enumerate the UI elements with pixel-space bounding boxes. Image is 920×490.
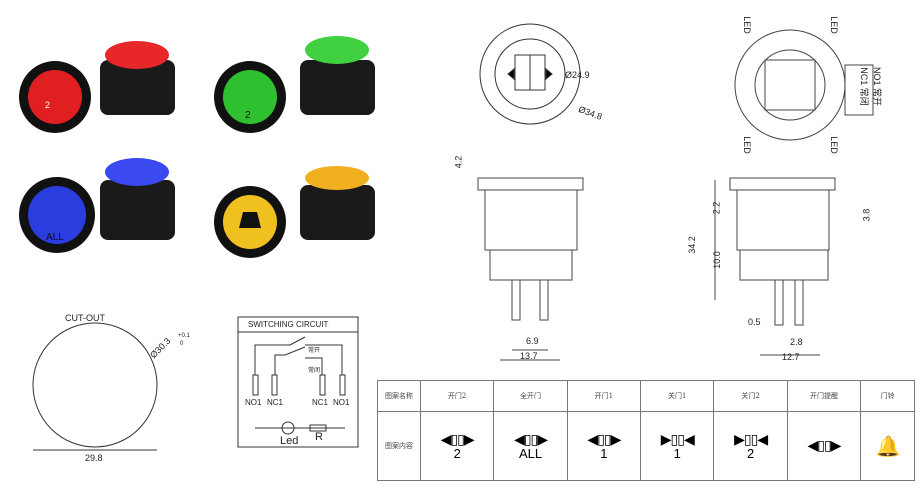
dim-6-9: 6.9	[526, 336, 539, 346]
pattern-cell: ◀▯▯▶2	[419, 411, 495, 481]
product-blue	[19, 158, 175, 253]
product-green	[214, 36, 375, 133]
no1-label: NO1 常开	[872, 66, 883, 107]
pattern-num: 2	[453, 446, 461, 461]
door-close-icon: ▶▯▯◀	[734, 432, 768, 448]
pattern-num: ALL	[518, 446, 543, 461]
pattern-cell: ◀▯▯▶	[786, 411, 862, 481]
pattern-name: 开门2	[419, 380, 495, 412]
pattern-num: 2	[747, 446, 755, 461]
row-label-content: 图案内容	[377, 411, 421, 481]
pin-nc1: NC1	[312, 398, 329, 407]
led-symbol-label: Led	[280, 435, 299, 447]
product-green-symbol: 2	[45, 100, 51, 110]
bell-icon: 🔔	[875, 434, 901, 458]
dim-10-0: 10.0	[711, 251, 722, 269]
cutout-width: 29.8	[85, 453, 103, 463]
dim-2-2: 2.2	[711, 201, 722, 215]
pattern-name: 开门1	[566, 380, 642, 412]
dim-34-2: 34.2	[686, 236, 697, 254]
pattern-name: 开门提醒	[786, 380, 862, 412]
pattern-name: 全开门	[493, 380, 568, 412]
pattern-name: 关门1	[640, 380, 715, 412]
pattern-num: 1	[600, 446, 608, 461]
pin-nc1: NC1	[267, 398, 284, 407]
product-red	[19, 41, 175, 133]
pattern-cell: ▶▯▯◀1	[640, 411, 715, 481]
green-symbol: 2	[245, 110, 251, 121]
dim-3-8: 3.8	[861, 208, 872, 222]
row-label-name: 图案名称	[377, 380, 421, 412]
circuit-nc-label: 常闭	[308, 368, 321, 374]
pattern-cell: ◀▯▯▶ALL	[493, 411, 568, 481]
door-open-icon: ◀▯▯▶	[587, 432, 621, 448]
cutout-tol-plus: +0.1	[178, 333, 190, 339]
product-yellow	[214, 166, 375, 258]
cutout-title: CUT-OUT	[65, 313, 105, 323]
side-view	[477, 177, 836, 361]
rear-view	[734, 29, 874, 141]
pattern-name: 关门2	[713, 380, 788, 412]
circuit-title: SWITCHING CIRCUIT	[248, 320, 329, 329]
dim-0-5: 0.5	[748, 317, 761, 327]
resistor-label: R	[315, 431, 323, 443]
pattern-cell: 🔔	[860, 411, 915, 481]
door-open-icon: ◀▯▯▶	[807, 438, 842, 454]
dim-4-2: 4.2	[453, 155, 464, 169]
circuit-drawing	[237, 316, 359, 448]
led-label: LED	[741, 136, 752, 154]
dim-12-7: 12.7	[782, 352, 800, 362]
circuit-no-label: 常开	[308, 348, 321, 354]
top-view	[479, 23, 581, 125]
dim-2-8: 2.8	[790, 337, 803, 347]
pattern-name: 门铃	[860, 380, 915, 412]
door-open-icon: ◀▯▯▶	[440, 432, 475, 448]
cutout-tol-minus: 0	[180, 341, 184, 347]
pattern-cell: ▶▯▯◀2	[713, 411, 788, 481]
dim-inner-dia: Ø24.9	[565, 70, 590, 80]
door-open-icon: ◀▯▯▶	[514, 432, 548, 448]
cutout-drawing	[32, 322, 158, 451]
pin-no1: NO1	[245, 398, 262, 407]
pattern-num: 1	[673, 446, 681, 461]
nc1-label: NC1 常闭	[858, 67, 869, 106]
pattern-cell: ◀▯▯▶1	[566, 411, 642, 481]
door-close-icon: ▶▯▯◀	[660, 432, 695, 448]
dim-13-7: 13.7	[520, 351, 538, 361]
led-label: LED	[741, 16, 752, 34]
led-label: LED	[828, 136, 839, 154]
pattern-table: 图案名称 开门2 全开门 开门1 关门1 关门2 开门提醒 门铃 图案内容 ◀▯…	[377, 380, 915, 481]
led-label: LED	[828, 16, 839, 34]
pin-no1: NO1	[333, 398, 350, 407]
blue-symbol: ALL	[46, 232, 64, 243]
